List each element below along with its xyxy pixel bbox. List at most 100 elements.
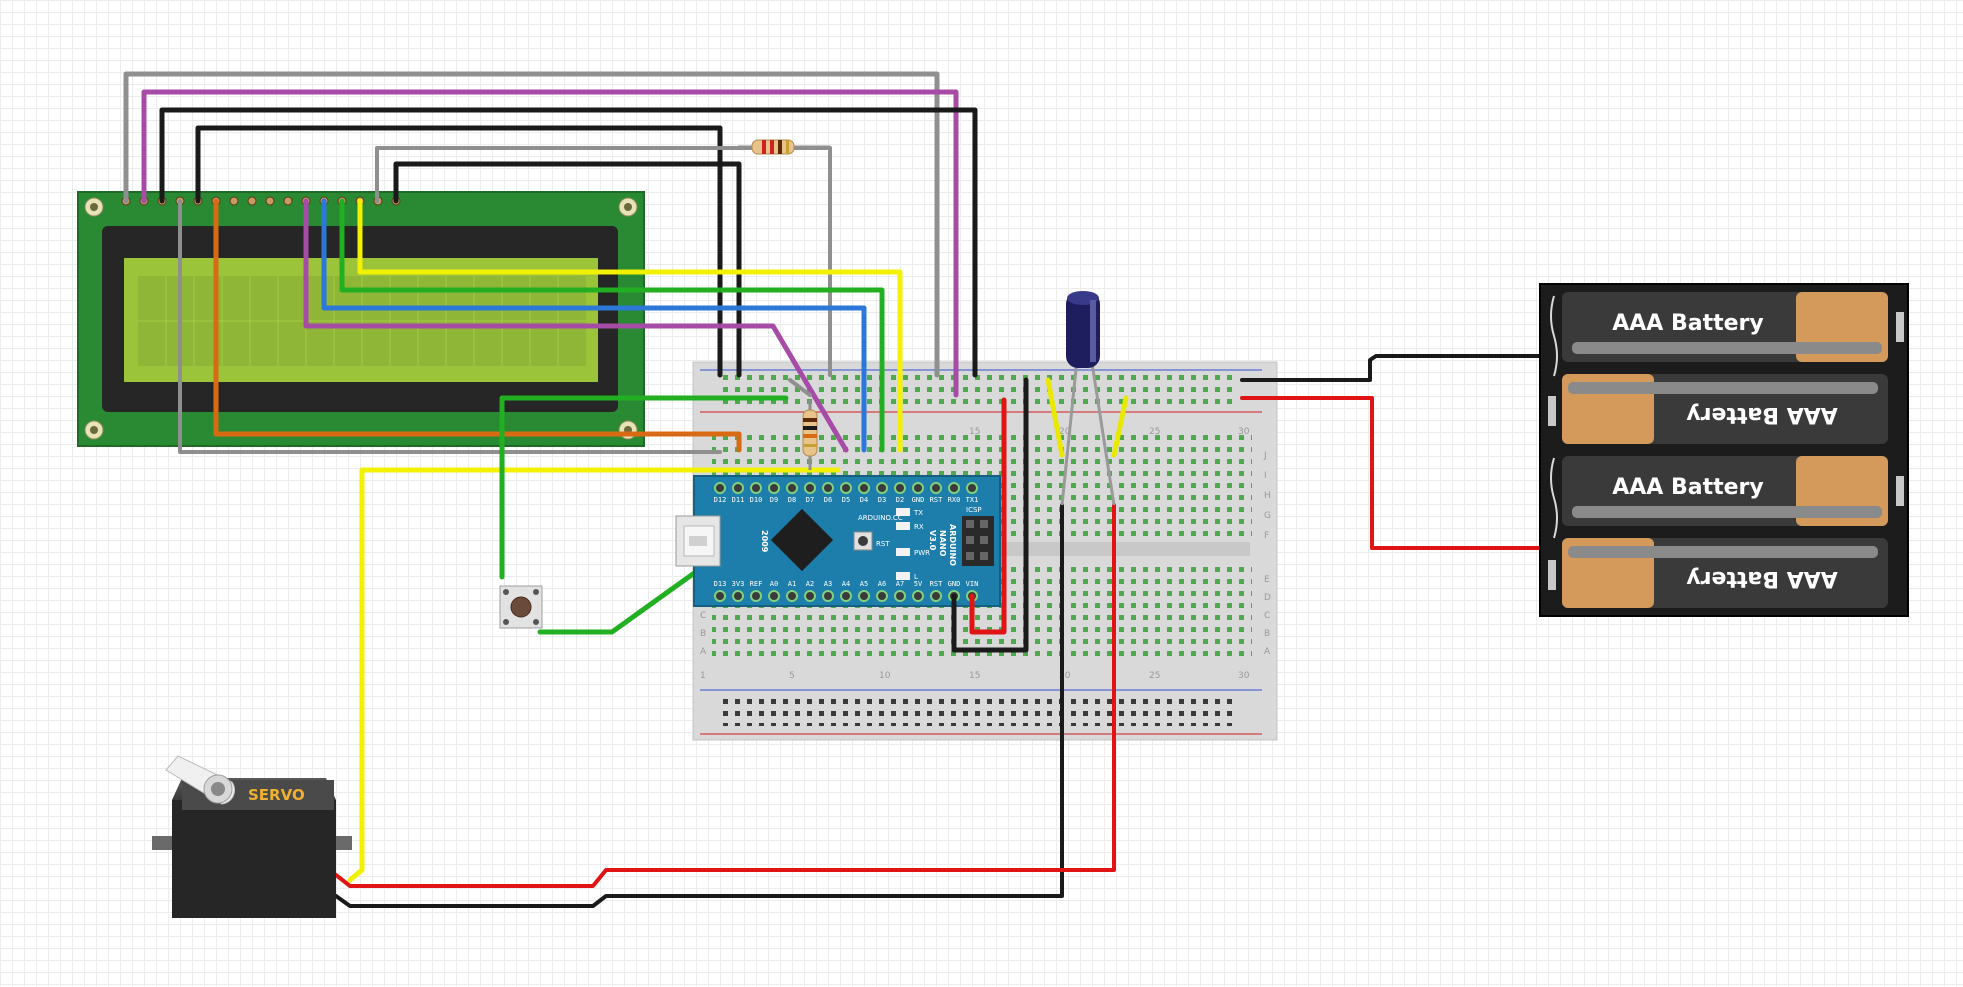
arduino-site-label: ARDUINO.CC — [858, 514, 903, 522]
resistor-breadboard — [802, 400, 818, 470]
row-letter: F — [1264, 531, 1269, 541]
column-number: 30 — [1238, 427, 1250, 437]
pin-label: RST — [930, 496, 943, 504]
battery-label: AAA Battery — [1612, 475, 1764, 500]
pin-label: RX0 — [948, 496, 961, 504]
wire-yellow — [1045, 377, 1065, 458]
row-letter: J — [1263, 451, 1267, 461]
battery-label: AAA Battery — [1686, 402, 1838, 427]
wire-black — [1240, 354, 1548, 382]
pin-label: A7 — [896, 580, 904, 588]
push-button[interactable] — [499, 585, 543, 629]
led-tx-label: TX — [913, 509, 923, 517]
led-l-label: L — [914, 573, 918, 581]
wire-red — [1240, 396, 1548, 550]
servo-motor: SERVO — [152, 755, 352, 918]
column-number: 20 — [1059, 427, 1071, 437]
column-number: 15 — [969, 427, 980, 437]
wire-black — [195, 125, 723, 378]
row-letter: E — [1264, 575, 1270, 585]
pin-label: TX1 — [966, 496, 979, 504]
wire-black — [334, 503, 1064, 908]
pin-label: D10 — [750, 496, 763, 504]
arduino-nano: D12 D11 D10 D9 D8 D7 D6 D5 D4 D3 D2 GND … — [675, 475, 1001, 607]
column-number: 5 — [789, 671, 795, 681]
column-number: 1 — [700, 671, 706, 681]
row-letter: D — [1264, 593, 1271, 603]
pin-label: D11 — [732, 496, 745, 504]
wire-orange — [213, 198, 742, 453]
wire-black — [159, 107, 978, 378]
row-letter: B — [700, 629, 706, 639]
wire-gray — [788, 378, 812, 397]
rst-label: RST — [876, 540, 890, 548]
battery-pack: AAA Battery AAA Battery AAA Battery AAA … — [1539, 283, 1909, 617]
nano-pins-bottom — [714, 590, 978, 602]
pin-label: D12 — [714, 496, 727, 504]
battery-cell: AAA Battery — [1562, 538, 1888, 608]
pin-label: RST — [930, 580, 943, 588]
wire-purple — [303, 198, 849, 453]
pin-label: REF — [750, 580, 763, 588]
breadboard-column-numbers: 1 5 10 15 20 25 30 15 20 25 30 — [700, 427, 1250, 681]
row-letter: B — [1264, 629, 1270, 639]
pin-label: 5V — [914, 580, 923, 588]
wire-red — [334, 503, 1116, 888]
pin-label: D2 — [896, 496, 904, 504]
battery-cell: AAA Battery — [1562, 456, 1888, 526]
pin-label: D5 — [842, 496, 850, 504]
pin-label: A0 — [770, 580, 778, 588]
servo-label: SERVO — [248, 786, 305, 804]
pin-label: A4 — [842, 580, 850, 588]
wire-red — [969, 397, 1007, 635]
pin-label: GND — [912, 496, 925, 504]
led-pwr — [896, 548, 910, 556]
pin-label: 3V3 — [732, 580, 745, 588]
wire-gray — [178, 199, 722, 454]
battery-label: AAA Battery — [1686, 566, 1838, 591]
nano-pins-top — [714, 482, 978, 494]
led-l — [896, 572, 910, 580]
pin-label: D4 — [860, 496, 868, 504]
battery-cell: AAA Battery — [1562, 292, 1888, 362]
pin-label: D9 — [770, 496, 778, 504]
column-number: 25 — [1149, 427, 1160, 437]
pin-label: A2 — [806, 580, 814, 588]
row-letter: A — [700, 647, 707, 657]
wire-yellow — [347, 467, 841, 883]
wire-yellow — [357, 198, 903, 453]
pin-label: D7 — [806, 496, 814, 504]
column-number: 30 — [1238, 671, 1250, 681]
row-letter: I — [1264, 471, 1267, 481]
row-letter: C — [700, 611, 706, 621]
row-letter: H — [1264, 491, 1271, 501]
nano-pin-labels-bottom: D13 3V3 REF A0 A1 A2 A3 A4 A5 A6 A7 5V R… — [714, 580, 979, 588]
arduino-model-label: NANO — [938, 530, 947, 557]
wire-gray — [375, 146, 832, 377]
wire-green — [339, 198, 885, 453]
pin-label: D13 — [714, 580, 727, 588]
row-letter: C — [1264, 611, 1270, 621]
wires — [123, 71, 978, 883]
icsp-header — [962, 516, 994, 566]
icsp-label: ICSP — [966, 506, 982, 514]
pin-label: D3 — [878, 496, 886, 504]
column-number: 10 — [879, 671, 891, 681]
pin-label: D8 — [788, 496, 796, 504]
nano-pin-labels-top: D12 D11 D10 D9 D8 D7 D6 D5 D4 D3 D2 GND … — [714, 496, 979, 504]
pin-label: A5 — [860, 580, 868, 588]
led-rx-label: RX — [914, 523, 924, 531]
column-number: 15 — [969, 671, 980, 681]
arduino-version-label: V3.0 — [928, 530, 937, 551]
electrolytic-capacitor — [1060, 291, 1116, 506]
wire-green — [499, 395, 789, 580]
column-number: 25 — [1149, 671, 1160, 681]
pin-label: A1 — [788, 580, 796, 588]
battery-cell: AAA Battery — [1562, 374, 1888, 444]
wire-black — [951, 377, 1029, 653]
pin-label: VIN — [966, 580, 979, 588]
arduino-year-label: 2009 — [760, 530, 769, 553]
led-pwr-label: PWR — [914, 549, 930, 557]
row-letter: G — [1264, 511, 1271, 521]
